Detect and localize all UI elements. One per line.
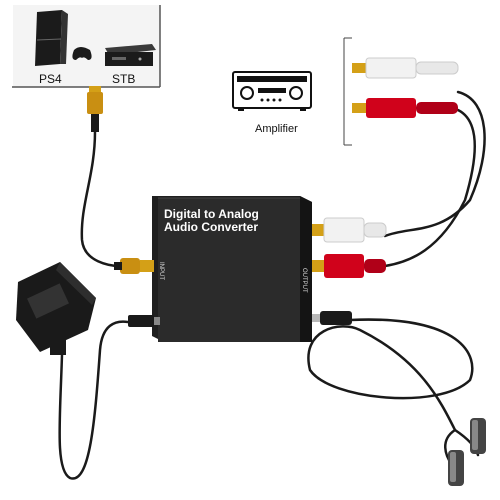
cables <box>58 90 486 480</box>
ps4-console-icon <box>35 10 68 66</box>
power-adapter-icon <box>16 262 96 355</box>
converter-title-line1: Digital to Analog <box>164 207 259 221</box>
converter-title-line2: Audio Converter <box>164 220 259 234</box>
gamepad-icon <box>72 47 92 60</box>
amplifier-rca-white-plug <box>352 57 459 79</box>
amplifier-bracket <box>343 37 352 146</box>
input-port-label: INPUT <box>158 262 164 280</box>
amplifier-label: Amplifier <box>255 123 298 135</box>
converter-headphone-jack <box>312 311 352 325</box>
stb-label: STB <box>112 72 136 86</box>
converter-rca-red-plug <box>312 254 386 278</box>
converter-box <box>152 196 312 342</box>
converter-power-jack <box>128 315 160 327</box>
converter-input-jack <box>114 258 154 274</box>
ps4-label: PS4 <box>39 72 62 86</box>
set-top-box-icon <box>105 44 156 66</box>
coaxial-plug <box>87 86 103 132</box>
earphones-icon <box>448 418 486 486</box>
amplifier-icon <box>232 71 312 111</box>
amplifier-rca-red-plug <box>352 98 458 118</box>
converter-rca-white-plug <box>312 217 387 243</box>
output-port-label: OUTPUT <box>301 268 307 293</box>
